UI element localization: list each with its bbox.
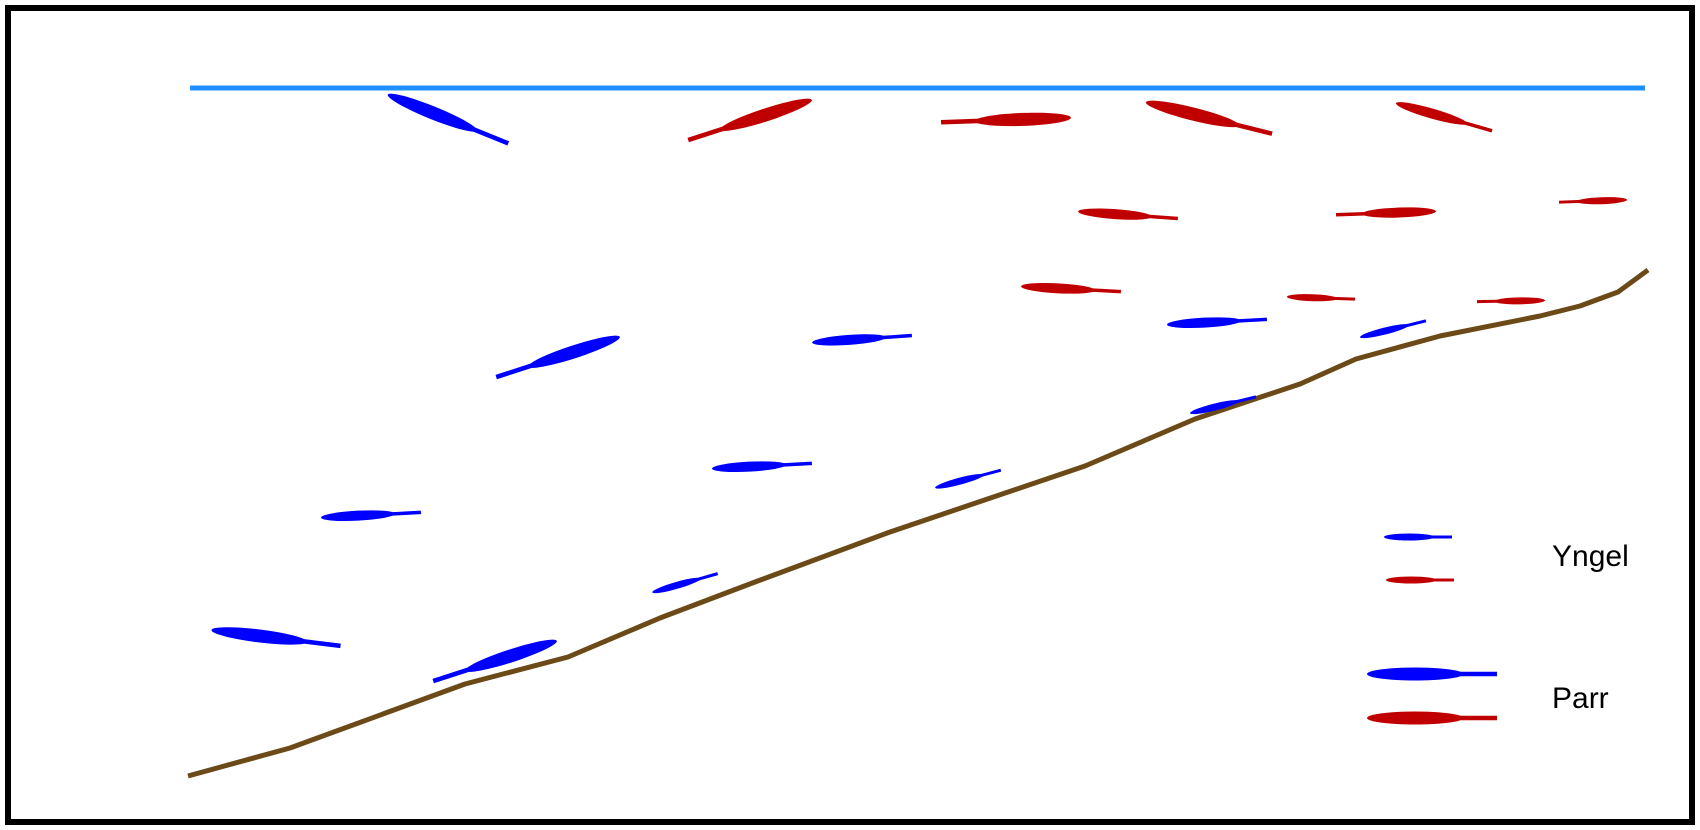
fish-body [1494, 297, 1545, 305]
fish-body [1287, 294, 1338, 302]
blue-fish [211, 627, 341, 649]
fish-body [1359, 324, 1409, 339]
fish-body [1395, 102, 1468, 125]
fish-tail [1224, 119, 1273, 136]
red-fish [1021, 282, 1122, 294]
fish-tail [1231, 395, 1257, 405]
fish-tail [292, 637, 341, 649]
red-fish [1078, 208, 1179, 221]
fish-body [321, 510, 395, 522]
fish-tail [1229, 317, 1268, 324]
red-fish [1335, 207, 1436, 218]
blue-fish [712, 461, 813, 473]
fish-tail [432, 664, 480, 684]
fish-body [1145, 100, 1240, 128]
fish-tail [1329, 296, 1356, 301]
fish-tail [940, 118, 990, 125]
fish-body [1189, 400, 1239, 415]
fish-tail [687, 123, 735, 143]
fish-body [720, 98, 812, 131]
fish-tail [1083, 287, 1122, 294]
legend: Yngel Parr [1367, 533, 1629, 725]
fish-body [1362, 207, 1436, 218]
blue-fish [1359, 319, 1427, 339]
fish-body [1576, 197, 1627, 205]
fish-tail [1558, 199, 1585, 204]
fish-tail [462, 123, 510, 146]
red-fish [940, 112, 1071, 127]
fish-body [712, 461, 786, 473]
fish-body [1367, 667, 1464, 681]
fish-tail [693, 572, 719, 583]
fish-tail [874, 333, 913, 340]
blue-fish [495, 335, 620, 380]
red-fish [687, 98, 812, 143]
fish-tail [976, 468, 1002, 479]
legend-label-fry: Yngel [1552, 540, 1629, 573]
fish-body [974, 112, 1071, 127]
fish-body [1021, 282, 1095, 294]
fish-body [465, 639, 557, 672]
red-fish [1145, 100, 1273, 136]
fish-tail [383, 510, 422, 517]
legend-parr-blue-fish [1367, 667, 1497, 681]
red-fish [1558, 197, 1627, 205]
legend-fry-blue-fish [1384, 533, 1452, 541]
fish-body [211, 627, 307, 645]
red-fish [1395, 102, 1493, 133]
red-fish [1287, 294, 1356, 302]
fish-tail [1455, 118, 1493, 133]
blue-fish [432, 639, 557, 684]
fish-body [387, 93, 477, 132]
blue-fish [1189, 395, 1257, 415]
legend-fry-red-fish [1386, 576, 1454, 584]
fish-body [652, 577, 701, 594]
blue-fish [387, 93, 510, 146]
fish-body [1386, 576, 1437, 584]
fish-body [812, 334, 886, 346]
fish-body [1167, 317, 1241, 329]
fish-tail [495, 360, 543, 380]
legend-symbols [1367, 533, 1497, 725]
fish-tail [1401, 319, 1427, 329]
diagram-frame [5, 5, 1695, 825]
fish-body [1384, 533, 1435, 541]
legend-label-parr: Parr [1552, 682, 1609, 715]
fish-body [1367, 711, 1464, 725]
legend-parr-red-fish [1367, 711, 1497, 725]
fish-tail [1335, 211, 1374, 217]
fish-body [935, 473, 984, 489]
fish-body [528, 335, 620, 368]
river-bed-line [187, 267, 1650, 779]
blue-fish [652, 572, 719, 594]
red-fish [1476, 297, 1545, 305]
blue-fish [1167, 317, 1268, 329]
blue-fish [812, 333, 913, 346]
fish-tail [1140, 214, 1179, 221]
fish-body [1078, 208, 1152, 220]
blue-fish [935, 468, 1002, 489]
fish-group [211, 93, 1627, 684]
blue-fish [321, 510, 422, 522]
fish-tail [774, 461, 813, 468]
